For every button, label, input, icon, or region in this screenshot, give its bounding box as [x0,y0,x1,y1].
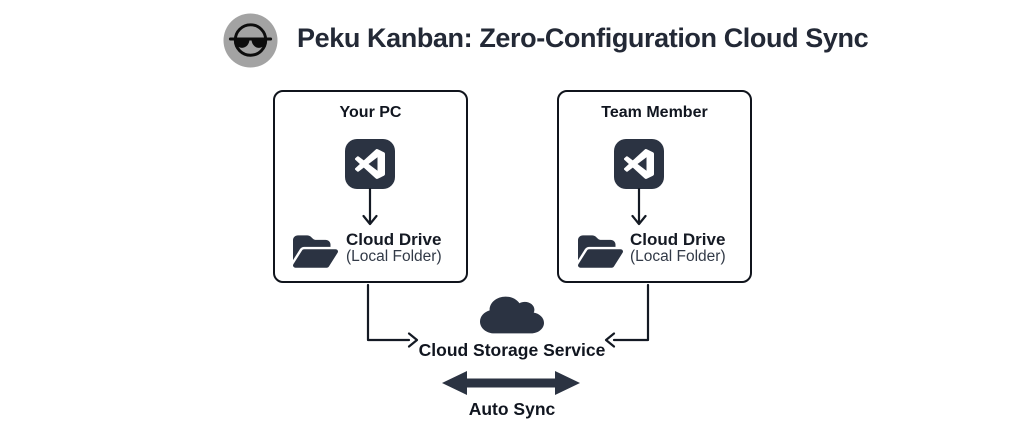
visual-studio-icon [614,139,664,189]
page-title: Peku Kanban: Zero-Configuration Cloud Sy… [297,23,869,53]
drive-text-block: Cloud Drive (Local Folder) [346,231,442,265]
drive-text-block: Cloud Drive (Local Folder) [630,231,726,265]
node-your-pc: Your PC Cloud Drive (Local Folder) [273,90,468,283]
drive-label: Cloud Drive [346,230,442,249]
auto-sync-label: Auto Sync [468,399,556,419]
drive-label: Cloud Drive [630,230,726,249]
arrow-member-to-cloud [604,283,650,348]
visual-studio-glyph [624,149,654,179]
visual-studio-glyph [355,149,385,179]
cloud-icon [480,294,544,336]
drive-sublabel: (Local Folder) [346,248,442,265]
node-title: Team Member [601,104,708,121]
sunglasses-face-icon [223,13,278,68]
arrow-pc-to-cloud [366,283,419,348]
open-folder-icon [578,233,623,270]
visual-studio-icon [345,139,395,189]
node-team-member: Team Member Cloud Drive (Local Folder) [557,90,752,283]
drive-sublabel: (Local Folder) [630,248,726,265]
peku-logo-avatar [223,13,278,68]
double-headed-arrow-icon [442,371,580,395]
node-title: Your PC [339,104,402,121]
cloud-storage-label: Cloud Storage Service [418,340,606,360]
open-folder-icon [293,233,338,270]
